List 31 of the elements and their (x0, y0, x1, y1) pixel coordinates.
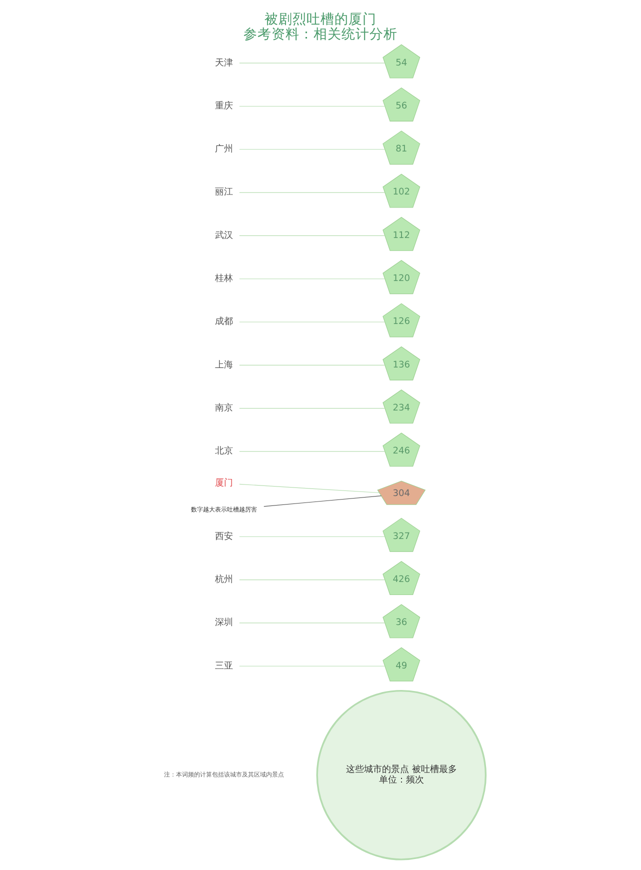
node-text: 杭州 (214, 574, 233, 585)
node-text: 西安 (214, 532, 233, 542)
node-text: 天津 (214, 58, 233, 68)
caption: 参考资料：相关统计分析 (244, 26, 398, 42)
connector (239, 106, 386, 107)
node-text: 厦门 (214, 478, 233, 488)
node-text: 深圳 (214, 618, 233, 628)
node-text: 北京 (214, 446, 233, 457)
connector (239, 484, 380, 494)
connector (239, 364, 386, 366)
connector (239, 149, 386, 150)
diagram-title: 被剧烈吐槽的厦门 (264, 12, 376, 28)
connector (239, 408, 386, 409)
node-text: 南京 (214, 403, 233, 414)
connector (239, 536, 386, 537)
node-text: 武汉 (214, 230, 233, 241)
node-text: 三亚 (214, 661, 233, 672)
node-circle: 这些城市的景点 被吐槽最多 单位：频次 (316, 690, 487, 860)
node-text: 丽江 (214, 188, 233, 198)
connector (239, 278, 386, 280)
node-text: 上海 (214, 360, 233, 370)
node-text: 重庆 (214, 101, 233, 112)
connector (239, 622, 386, 624)
connector (239, 451, 386, 452)
connector (264, 496, 382, 507)
connector (239, 192, 386, 193)
connector (239, 62, 386, 64)
node-text: 桂林 (214, 274, 233, 284)
node-text: 广州 (214, 144, 233, 155)
connector (239, 235, 386, 236)
node-text: 成都 (214, 317, 233, 328)
